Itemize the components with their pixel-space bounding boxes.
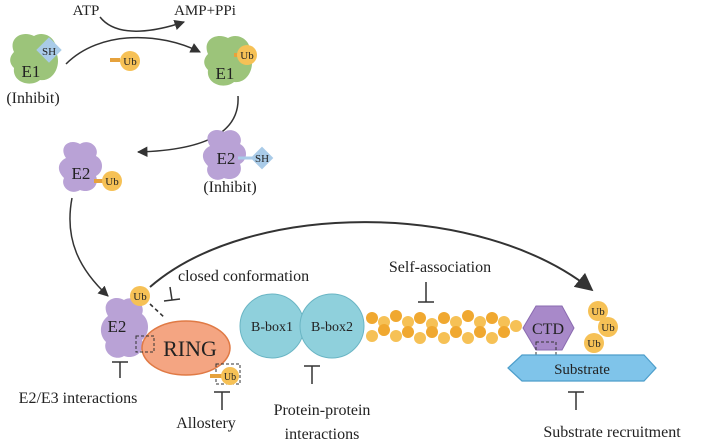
ctd-label: CTD	[532, 321, 564, 338]
sh-label-left: SH	[42, 46, 56, 58]
e1-ub-label: Ub	[240, 50, 254, 62]
protein-protein-label-2: interactions	[285, 426, 360, 443]
e2-label-inhibit: E2	[217, 149, 236, 168]
inhibit-label-e2: (Inhibit)	[203, 179, 256, 196]
bbox2-domain	[299, 293, 365, 359]
protein-protein-label-1: Protein-protein	[274, 402, 371, 419]
substrate-recruitment-annotation: Substrate recruitment	[543, 391, 681, 441]
substrate-shape	[507, 354, 657, 382]
e2-to-e3-arrow	[69, 197, 109, 297]
e2-ub-label: Ub	[105, 176, 119, 188]
free-ub-label: Ub	[123, 56, 137, 68]
ub-transfer-arrow	[149, 221, 594, 292]
substrate-label: Substrate	[554, 362, 610, 378]
bbox2-label: B-box2	[311, 320, 353, 335]
poly-ub-label-1: Ub	[591, 306, 605, 318]
e2-label-top: E2	[72, 164, 91, 183]
poly-ub-label-2: Ub	[601, 322, 615, 334]
ring-domain	[141, 320, 231, 376]
poly-ub-label-3: Ub	[587, 338, 601, 350]
closed-conformation-annotation: closed conformation	[163, 268, 309, 302]
e1-activation-arrow	[65, 36, 201, 65]
inhibit-label-e1: (Inhibit)	[6, 90, 59, 107]
e1-label-right: E1	[216, 64, 235, 83]
allostery-ub-label: Ub	[224, 372, 236, 383]
e2e3-interactions-label: E2/E3 interactions	[19, 390, 138, 407]
coiled-coil	[366, 310, 522, 344]
protein-protein-annotation: Protein-protein interactions	[274, 365, 371, 443]
poly-ub-chain: Ub Ub Ub	[584, 301, 618, 353]
ring-label: RING	[163, 336, 217, 361]
self-association-label: Self-association	[389, 259, 491, 276]
ub-on-e2-complex	[130, 286, 150, 306]
e2-protein	[58, 141, 102, 192]
sh-label-e2: SH	[255, 153, 269, 165]
amp-ppi-label: AMP+PPi	[174, 3, 236, 19]
e2-inhibit-group: SH E2 (Inhibit)	[202, 129, 274, 196]
e2e3-interactions-annotation: E2/E3 interactions	[19, 361, 138, 407]
sh-tag-left	[36, 37, 62, 63]
atp-arrow	[99, 16, 185, 32]
e2-e3-complex: Ub E2 RING Ub B-box1 B-box2	[100, 286, 657, 385]
e1-ub-group: Ub E1	[204, 35, 257, 86]
closed-conformation-label: closed conformation	[178, 268, 309, 285]
free-ub: Ub	[110, 51, 140, 71]
allostery-label: Allostery	[176, 415, 236, 432]
allostery-annotation: Allostery	[176, 391, 236, 432]
e2-ub-group: Ub E2	[58, 141, 122, 192]
atp-label: ATP	[73, 3, 100, 19]
self-association-annotation: Self-association	[389, 259, 491, 303]
e2-protein-inhibit	[202, 129, 246, 180]
bbox1-label: B-box1	[251, 320, 293, 335]
e1-inhibit-group: SH E1 (Inhibit)	[6, 33, 62, 107]
e2-label-complex: E2	[108, 317, 127, 336]
e1-label-left: E1	[22, 62, 41, 81]
ub-complex-label: Ub	[133, 291, 147, 303]
substrate-recruitment-label: Substrate recruitment	[543, 424, 681, 441]
